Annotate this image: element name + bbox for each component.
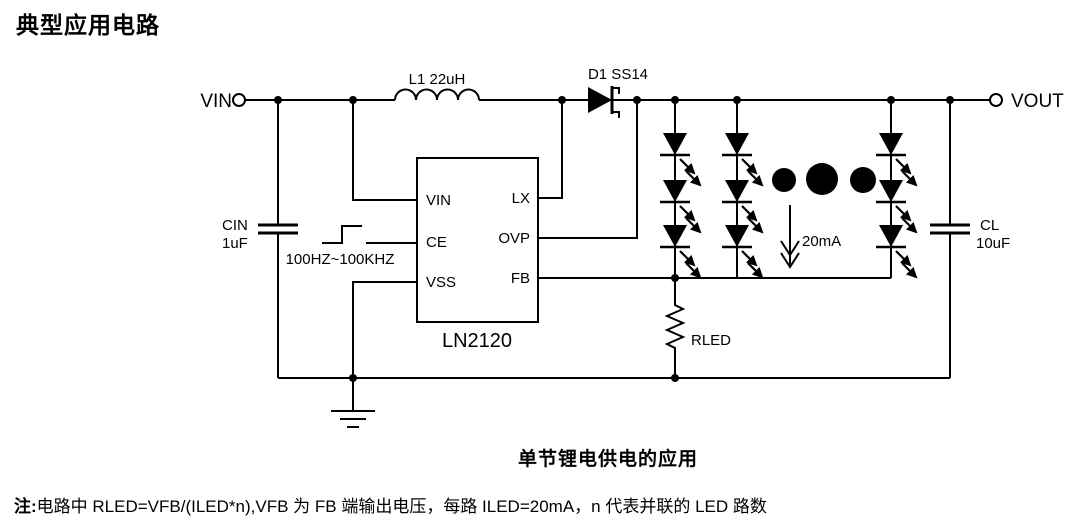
diode-schottky-hooks xyxy=(612,87,620,118)
ic-pin-label-ovp: OVP xyxy=(498,230,530,247)
junction-dot xyxy=(671,96,679,104)
resistor-icon xyxy=(664,278,686,378)
ce-signal-label: 100HZ~100KHZ xyxy=(286,251,395,268)
vout-terminal-label: VOUT xyxy=(1011,91,1064,112)
vin-terminal-label: VIN xyxy=(200,91,232,112)
lx-pin-wire xyxy=(538,100,563,199)
footnote: 注:电路中 RLED=VFB/(ILED*n),VFB 为 FB 端输出电压，每… xyxy=(14,492,767,517)
ce-step-waveform-icon xyxy=(322,225,362,244)
vin-pin-wire xyxy=(352,100,417,201)
ic-pin-label-vss: VSS xyxy=(426,274,456,291)
led-string-1 xyxy=(660,100,702,279)
ellipsis-dot-2 xyxy=(806,163,838,195)
junction-dot xyxy=(671,274,679,282)
inductor-icon xyxy=(394,88,480,101)
ground-icon xyxy=(331,378,375,428)
inductor-label: L1 22uH xyxy=(409,71,466,88)
diode-label: D1 SS14 xyxy=(588,66,648,83)
resistor-label: RLED xyxy=(691,332,731,349)
ellipsis-dot-3 xyxy=(850,167,876,193)
junction-dot xyxy=(274,96,282,104)
led-current-arrowhead xyxy=(780,240,800,269)
ellipsis-dot-1 xyxy=(772,168,796,192)
figure-caption: 单节锂电供电的应用 xyxy=(518,449,699,470)
input-cap-name-label: CIN xyxy=(222,217,248,234)
junction-dot xyxy=(887,96,895,104)
ic-pin-label-lx: LX xyxy=(512,190,530,207)
ic-name-label: LN2120 xyxy=(442,330,512,352)
ic-body xyxy=(416,157,539,323)
junction-dot xyxy=(633,96,641,104)
junction-dot xyxy=(558,96,566,104)
footnote-prefix: 注: xyxy=(14,497,37,516)
page-title: 典型应用电路 xyxy=(16,12,160,38)
ic-pin-label-ce: CE xyxy=(426,234,447,251)
footnote-text: 电路中 RLED=VFB/(ILED*n),VFB 为 FB 端输出电压，每路 … xyxy=(36,497,767,516)
ic-pin-label-fb: FB xyxy=(511,270,530,287)
led-string-3 xyxy=(876,100,918,279)
ovp-pin-wire xyxy=(538,100,638,239)
junction-dot xyxy=(349,374,357,382)
input-cap-value-label: 1uF xyxy=(222,235,248,252)
vin-terminal-icon xyxy=(232,93,246,107)
output-cap-name-label: CL xyxy=(980,217,999,234)
vout-terminal-icon xyxy=(989,93,1003,107)
output-cap-value-label: 10uF xyxy=(976,235,1010,252)
led-current-label: 20mA xyxy=(802,233,841,250)
junction-dot xyxy=(946,96,954,104)
ic-pin-label-vin: VIN xyxy=(426,192,451,209)
diode-icon xyxy=(588,87,612,113)
led-string-2 xyxy=(722,100,764,279)
junction-dot xyxy=(349,96,357,104)
vss-ground-wire xyxy=(352,281,417,378)
junction-dot xyxy=(733,96,741,104)
junction-dot xyxy=(671,374,679,382)
